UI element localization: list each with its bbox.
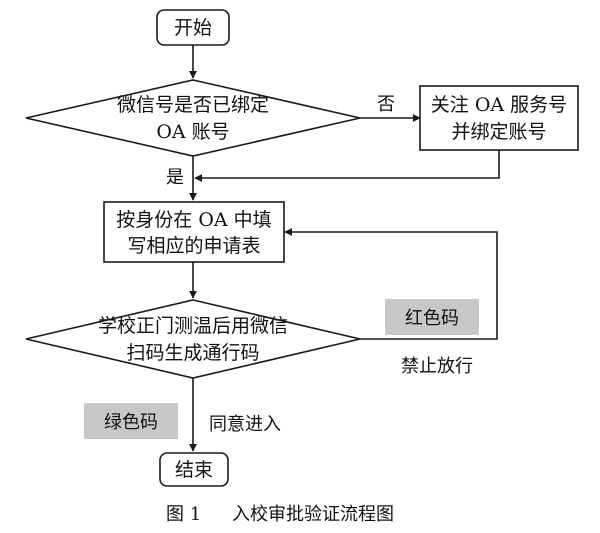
edge-label-no: 否 xyxy=(377,94,395,115)
edge-label-deny: 禁止放行 xyxy=(401,356,473,377)
figure-title: 入校审批验证流程图 xyxy=(232,504,394,525)
end-node xyxy=(159,452,229,487)
decision-gate-scan xyxy=(25,299,361,379)
red-code-tag xyxy=(385,299,479,335)
decision-gate-line1: 学校正门测温后用微信 xyxy=(98,315,288,337)
red-code-label: 红色码 xyxy=(405,308,459,329)
edge-bind-back-to-main xyxy=(194,150,500,182)
bind-account-line1: 关注 OA 服务号 xyxy=(431,94,567,116)
bind-account-line2: 并绑定账号 xyxy=(451,121,546,143)
figure-number: 图 1 xyxy=(166,504,201,525)
decision-oa-line2: OA 账号 xyxy=(156,121,229,143)
fill-form-line2: 写相应的申请表 xyxy=(127,235,260,257)
edge-label-allow: 同意进入 xyxy=(209,414,281,435)
decision-oa-binding xyxy=(25,79,361,157)
edge-label-yes: 是 xyxy=(166,167,184,188)
green-code-label: 绿色码 xyxy=(104,412,158,433)
decision-oa-line1: 微信号是否已绑定 xyxy=(117,94,269,116)
start-label: 开始 xyxy=(174,17,212,39)
green-code-tag xyxy=(84,403,178,439)
end-label: 结束 xyxy=(175,459,213,481)
fill-form-node xyxy=(103,201,285,263)
edge-deny-loop xyxy=(284,228,498,340)
start-node xyxy=(156,9,230,46)
fill-form-line1: 按身份在 OA 中填 xyxy=(116,209,271,231)
decision-gate-line2: 扫码生成通行码 xyxy=(126,342,259,364)
bind-account-node xyxy=(419,85,579,151)
